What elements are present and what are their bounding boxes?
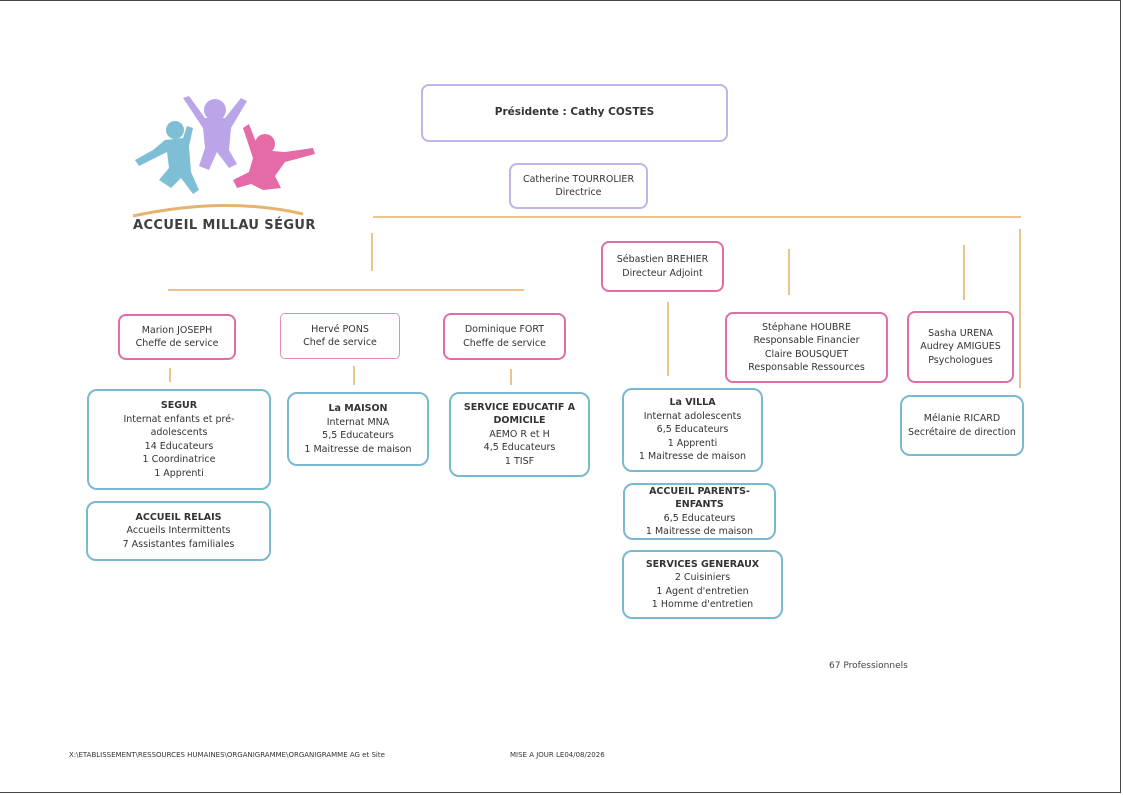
unit-line: 1 Agent d'entretien (656, 585, 749, 597)
connector-line (373, 216, 1021, 218)
unit-title: DOMICILE (493, 415, 546, 427)
chief-name: Marion JOSEPH (141, 324, 213, 336)
psych-name-2: Audrey AMIGUES (920, 341, 1001, 353)
connector-line (1019, 229, 1021, 388)
connector-line (371, 233, 373, 271)
unit-title: La VILLA (669, 397, 716, 409)
unit-line: 5,5 Educateurs (322, 430, 394, 441)
unit-title: La MAISON (328, 403, 388, 414)
unit-line: adolescents (150, 427, 208, 438)
connector-line (788, 249, 790, 295)
footer-path: X:\ETABLISSEMENT\RESSOURCES HUMAINES\ORG… (69, 751, 385, 759)
president-box: Présidente : Cathy COSTES (421, 84, 728, 142)
unit-service-educatif: SERVICE EDUCATIF A DOMICILE AEMO R et H … (449, 392, 590, 477)
chief-name: Hervé PONS (311, 323, 369, 335)
total-professionals: 67 Professionnels (829, 661, 908, 671)
director-role: Directrice (555, 187, 602, 198)
psych-role: Psychologues (928, 354, 993, 366)
logo-text: ACCUEIL MILLAU SÉGUR (133, 218, 316, 233)
unit-line: 1 Homme d'entretien (651, 599, 754, 610)
chief-role: Cheffe de service (135, 338, 219, 349)
unit-title: SERVICE EDUCATIF A (463, 401, 576, 413)
unit-line: Internat enfants et pré- (123, 413, 235, 425)
psychologists-box: Sasha URENA Audrey AMIGUES Psychologues (907, 311, 1014, 383)
unit-line: Internat MNA (326, 416, 390, 428)
unit-services-generaux: SERVICES GENERAUX 2 Cuisiniers 1 Agent d… (622, 550, 783, 619)
finance-role-2: Responsable Ressources (748, 362, 865, 373)
connector-line (353, 366, 355, 385)
unit-line: Internat adolescents (643, 410, 742, 422)
finance-name-2: Claire BOUSQUET (764, 348, 849, 360)
deputy-role: Directeur Adjoint (622, 267, 703, 279)
finance-box: Stéphane HOUBRE Responsable Financier Cl… (725, 312, 888, 383)
unit-title: ACCUEIL PARENTS-ENFANTS (649, 485, 750, 511)
connector-line (168, 289, 524, 291)
unit-line: 6,5 Educateurs (663, 512, 736, 524)
unit-la-villa: La VILLA Internat adolescents 6,5 Educat… (622, 388, 763, 472)
director-name: Catherine TOURROLIER (522, 173, 635, 185)
chief-box-fort: Dominique FORT Cheffe de service (443, 313, 566, 360)
connector-line (169, 368, 171, 382)
unit-accueil-parents-enfants: ACCUEIL PARENTS-ENFANTS 6,5 Educateurs 1… (623, 483, 776, 540)
psych-name-1: Sasha URENA (928, 327, 993, 339)
unit-line: AEMO R et H (489, 428, 550, 440)
deputy-box: Sébastien BREHIER Directeur Adjoint (601, 241, 724, 292)
connector-line (667, 302, 669, 376)
unit-la-maison: La MAISON Internat MNA 5,5 Educateurs 1 … (287, 392, 429, 466)
unit-line: 1 Maitresse de maison (645, 526, 754, 537)
unit-line: 2 Cuisiniers (674, 572, 731, 583)
chief-box-pons: Hervé PONS Chef de service (280, 313, 400, 359)
unit-line: 1 Apprenti (154, 467, 204, 479)
director-box: Catherine TOURROLIER Directrice (509, 163, 648, 209)
chief-role: Chef de service (303, 337, 377, 348)
connector-line (963, 245, 965, 300)
unit-segur: SEGUR Internat enfants et pré- adolescen… (87, 389, 271, 490)
unit-title: SERVICES GENERAUX (645, 558, 760, 570)
unit-line: 1 Maitresse de maison (638, 451, 747, 463)
deputy-name: Sébastien BREHIER (616, 254, 709, 265)
jumping-children-logo-icon (132, 96, 315, 218)
president-label: Présidente : Cathy COSTES (494, 106, 655, 119)
finance-name-1: Stéphane HOUBRE (761, 321, 852, 333)
connector-line (510, 369, 512, 385)
unit-line: 14 Educateurs (144, 440, 214, 452)
chief-box-joseph: Marion JOSEPH Cheffe de service (118, 314, 236, 360)
unit-line: 1 Maitresse de maison (304, 443, 412, 455)
finance-role-1: Responsable Financier (753, 335, 860, 346)
chief-name: Dominique FORT (464, 324, 545, 335)
unit-line: 4,5 Educateurs (483, 442, 556, 454)
chief-role: Cheffe de service (463, 337, 546, 349)
unit-line: 1 TISF (504, 455, 535, 467)
unit-line: Accueils Intermittents (126, 525, 231, 537)
secretary-name: Mélanie RICARD (923, 413, 1001, 424)
secretary-role: Secrétaire de direction (908, 426, 1016, 438)
unit-accueil-relais: ACCUEIL RELAIS Accueils Intermittents 7 … (86, 501, 271, 561)
unit-title: SEGUR (160, 400, 198, 411)
unit-line: 1 Apprenti (667, 437, 718, 449)
unit-line: 7 Assistantes familiales (122, 538, 235, 550)
unit-line: 1 Coordinatrice (142, 454, 216, 465)
footer-update: MISE A JOUR LE04/08/2026 (510, 751, 605, 759)
unit-title: ACCUEIL RELAIS (135, 511, 222, 523)
unit-line: 6,5 Educateurs (656, 424, 729, 436)
secretary-box: Mélanie RICARD Secrétaire de direction (900, 395, 1024, 456)
